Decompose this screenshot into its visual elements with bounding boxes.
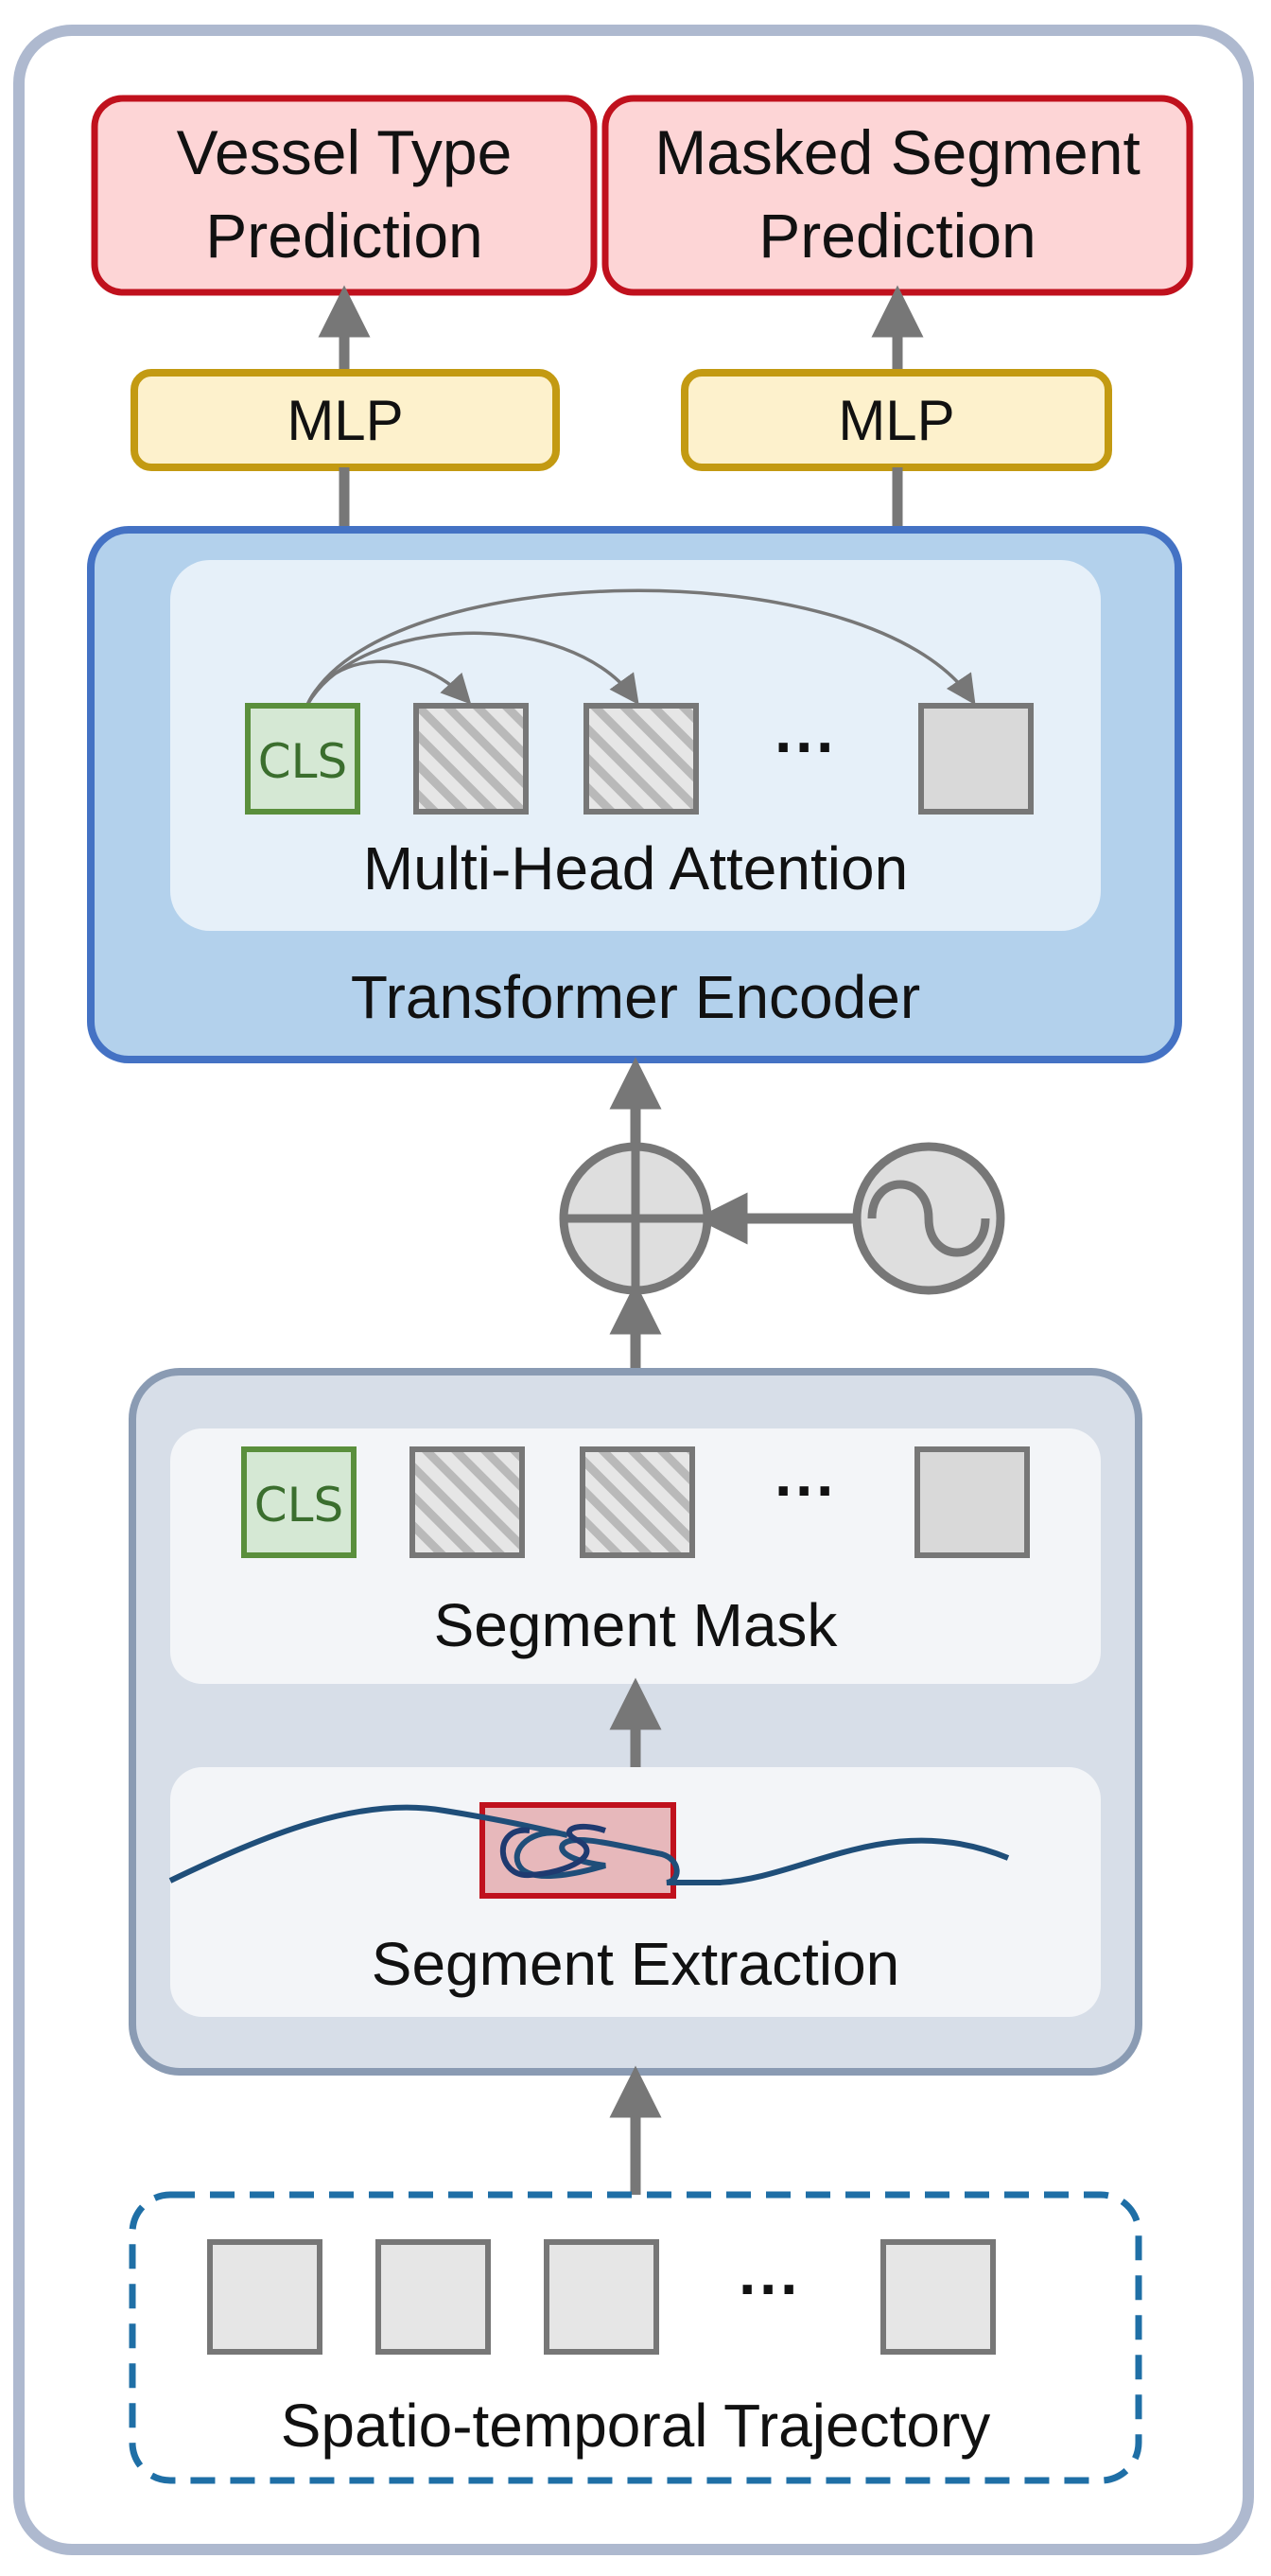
add-operator-icon [559, 1142, 712, 1295]
multi-head-attention-label: Multi-Head Attention [363, 834, 908, 902]
attention-arc-3 [305, 588, 976, 706]
right-mlp-box: MLP [681, 369, 1112, 471]
segment-mask-label: Segment Mask [434, 1591, 839, 1659]
mask-ellipsis: ··· [775, 1455, 837, 1525]
masked-segment-label-line2: Prediction [758, 201, 1036, 271]
input-point-3 [544, 2239, 659, 2355]
left-mlp-box: MLP [131, 369, 560, 471]
input-point-1 [207, 2239, 322, 2355]
mask-masked-token-1 [409, 1446, 525, 1558]
segment-extraction-label: Segment Extraction [372, 1930, 900, 1998]
encoder-cls-token: CLS [245, 703, 360, 815]
vessel-type-label-line1: Vessel Type [177, 117, 513, 187]
spatio-temporal-trajectory-label: Spatio-temporal Trajectory [281, 2392, 991, 2460]
transformer-encoder-block: CLS ··· Multi-Head Attention Transformer… [87, 526, 1182, 1063]
encoder-masked-token-1 [413, 703, 529, 815]
encoder-cls-label: CLS [258, 734, 348, 789]
spatio-temporal-trajectory-block: ··· Spatio-temporal Trajectory [129, 2191, 1142, 2484]
encoder-ellipsis: ··· [775, 711, 837, 781]
mask-cls-token: CLS [241, 1446, 357, 1558]
input-ellipsis: ··· [739, 2253, 801, 2323]
segment-masking-block: CLS ··· Segment Mask Segment Extraction [129, 1368, 1142, 2076]
mask-masked-token-2 [580, 1446, 695, 1558]
trajectory-loop [499, 1823, 606, 1879]
encoder-masked-token-2 [583, 703, 699, 815]
right-mlp-label: MLP [838, 389, 954, 452]
masked-segment-prediction-box: Masked Segment Prediction [601, 95, 1193, 296]
masked-segment-label-line1: Masked Segment [654, 117, 1140, 187]
encoder-token-n [918, 703, 1034, 815]
input-point-n [880, 2239, 996, 2355]
mask-token-n [914, 1446, 1030, 1558]
vessel-type-prediction-box: Vessel Type Prediction [91, 95, 598, 296]
left-mlp-label: MLP [287, 389, 403, 452]
trajectory-curve [168, 1804, 1010, 1885]
positional-encoding-icon [852, 1142, 1005, 1295]
mask-cls-label: CLS [254, 1478, 344, 1533]
vessel-type-label-line2: Prediction [205, 201, 483, 271]
transformer-encoder-label: Transformer Encoder [351, 963, 920, 1031]
input-point-2 [375, 2239, 491, 2355]
attention-arc-2 [305, 631, 639, 706]
